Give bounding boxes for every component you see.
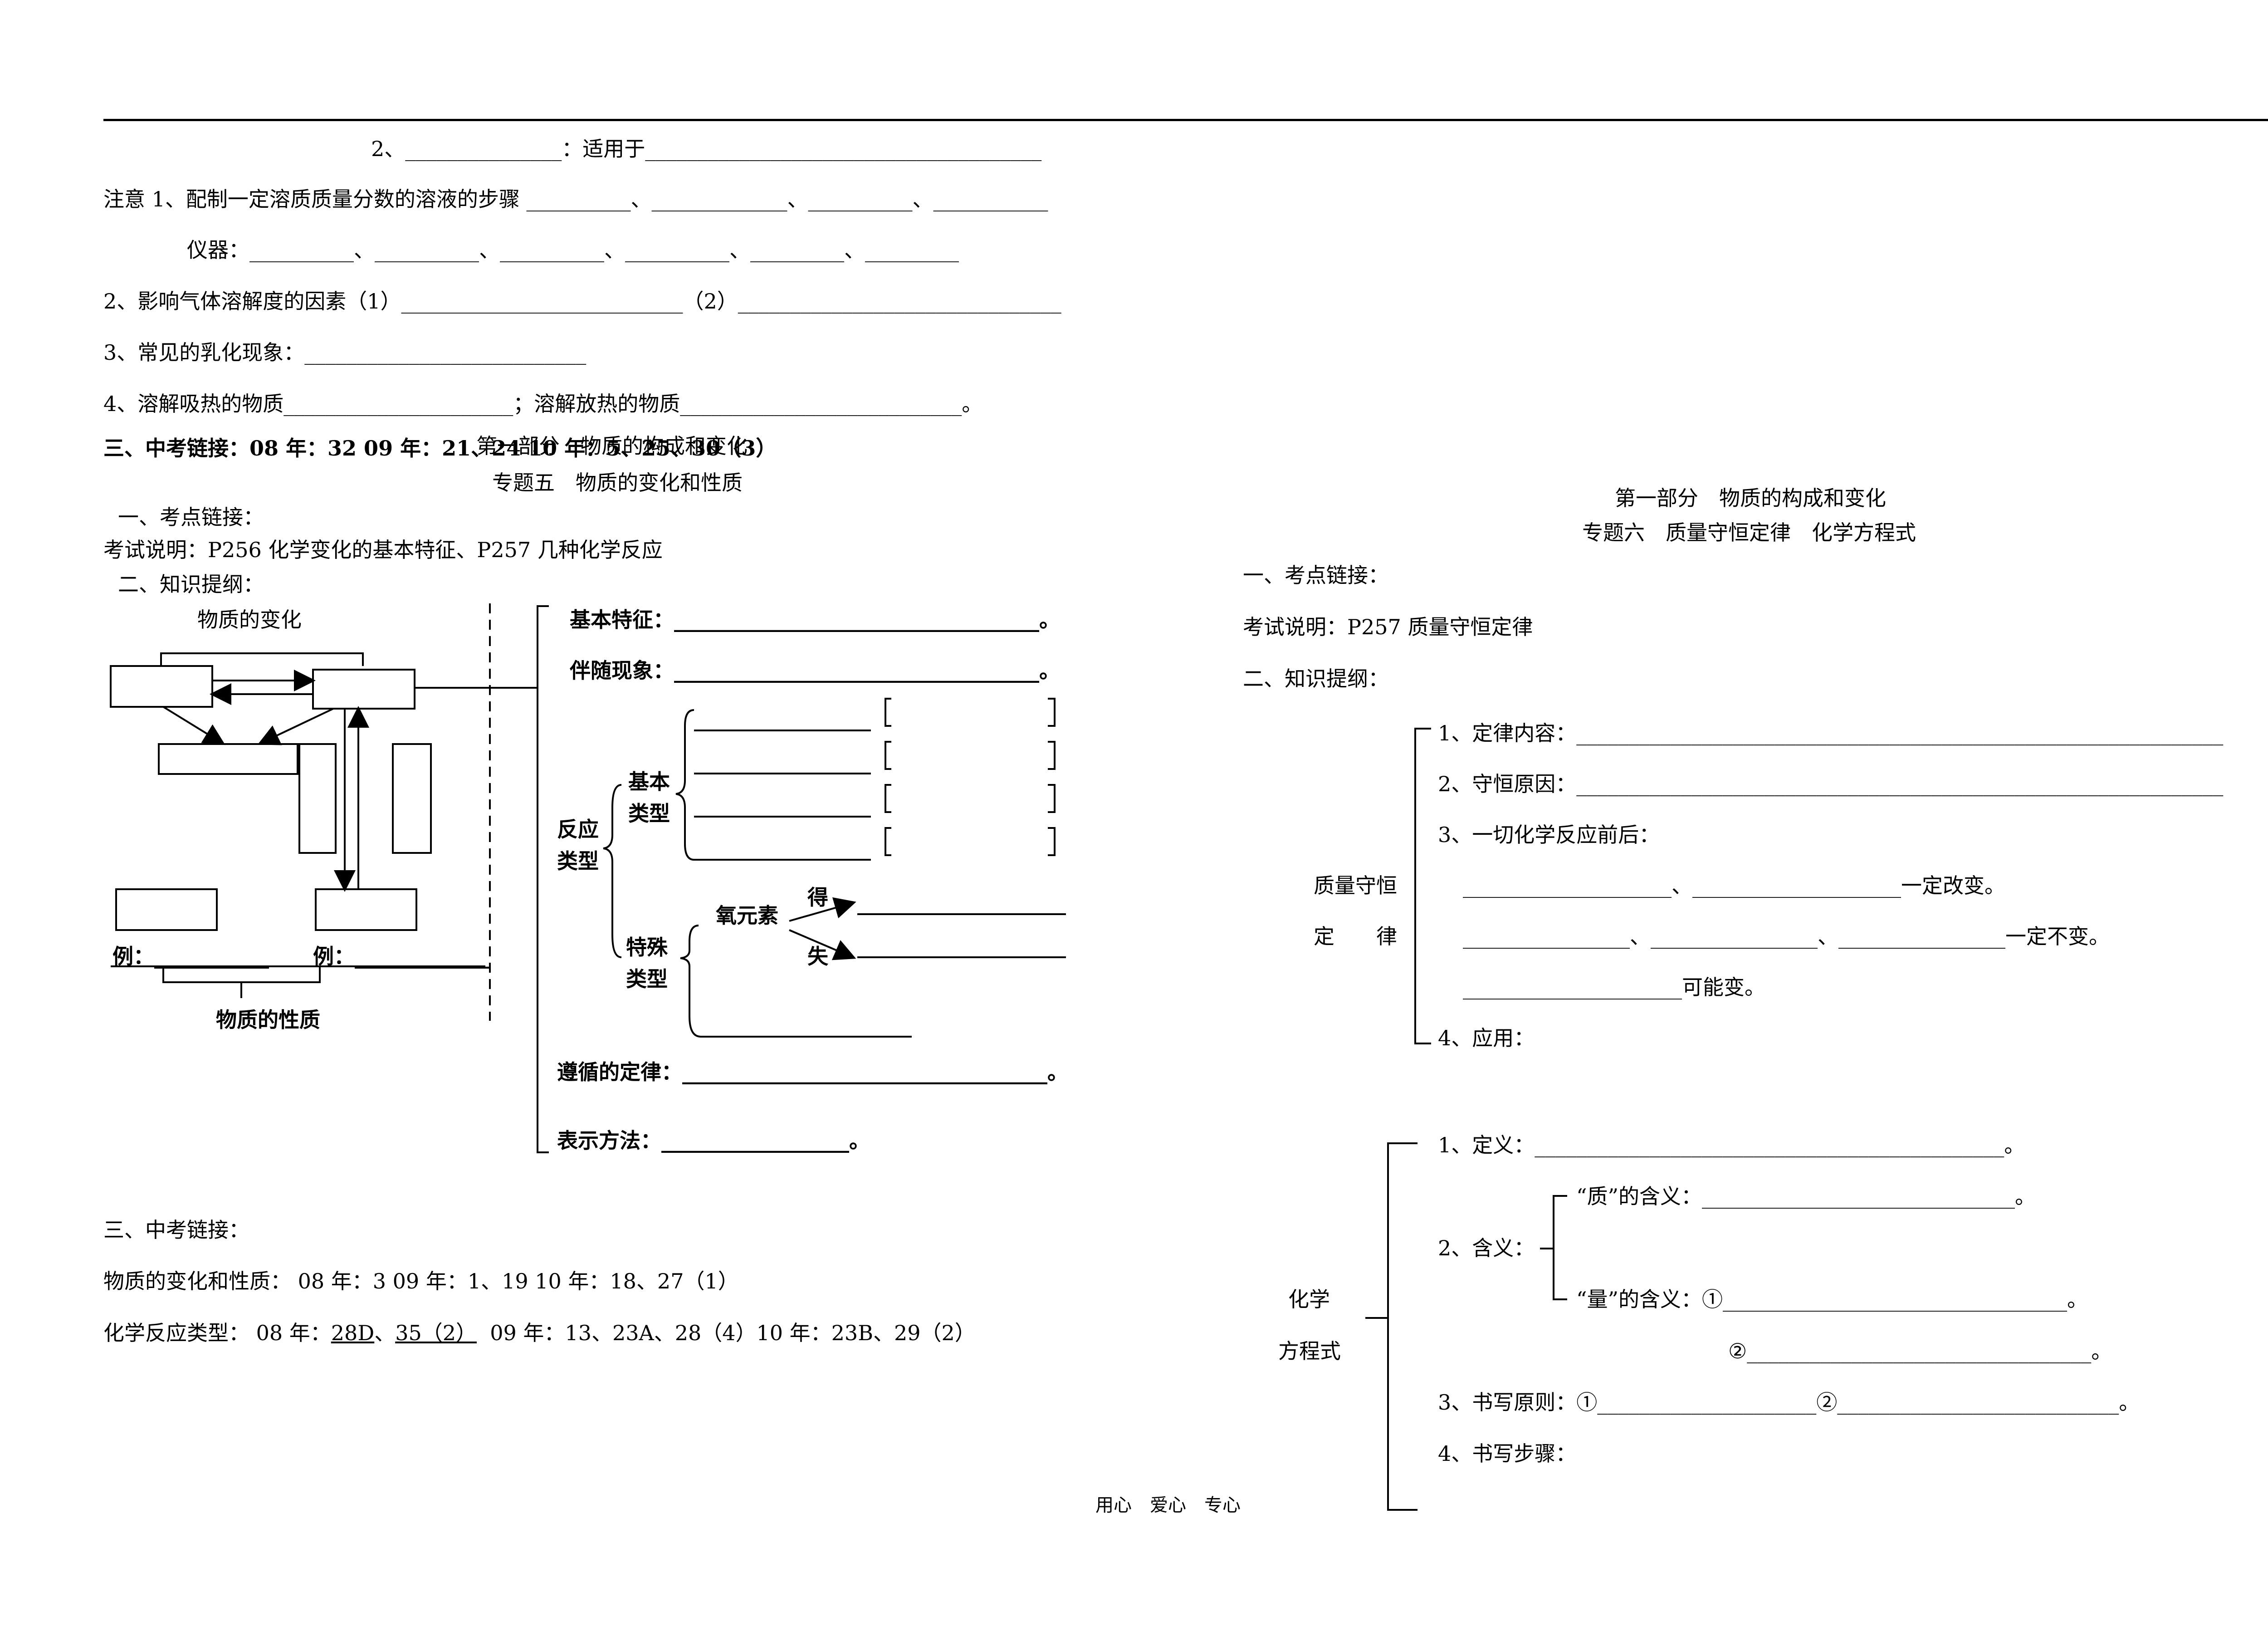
exam-change-line: 物质的变化和性质： 08 年：3 09 年：1、19 10 年：18、27（1） — [103, 1269, 739, 1293]
basic-bracket-3 — [885, 784, 1056, 813]
header-rule — [103, 119, 2268, 121]
instruments-line: 仪器：__________、__________、__________、____… — [187, 238, 959, 262]
basic-brace — [675, 709, 694, 861]
change-title: 物质的变化 — [197, 607, 302, 632]
right-section-1: 一、考点链接： — [1243, 563, 1389, 588]
property-bottom-bracket — [162, 966, 321, 998]
eq-def: 1、定义：___________________________________… — [1438, 1133, 2025, 1157]
note-3-emulsion: 3、常见的乳化现象：___________________________ — [103, 340, 587, 365]
exam-reaction-link-2: 35（2） — [395, 1321, 477, 1345]
box-bottom-1 — [115, 888, 218, 931]
basic-bracket-1 — [885, 698, 1056, 727]
law-label-2: 定 律 — [1314, 924, 1397, 949]
exam-reaction-suffix: 09 年：13、23A、28（4）10 年：23B、29（2） — [490, 1321, 976, 1345]
footer-motto: 用心 爱心 专心 — [1095, 1495, 1241, 1516]
oxygen-label: 氧元素 — [716, 903, 778, 928]
phenomenon: 伴随现象：___________________________________… — [570, 658, 1060, 683]
section-2-heading: 二、知识提纲： — [118, 572, 264, 597]
basic-bracket-2 — [885, 741, 1056, 770]
exam-reaction-link-1: 28D — [331, 1321, 375, 1345]
exam-reaction-prefix: 化学反应类型： 08 年： — [103, 1321, 331, 1345]
right-section-2: 二、知识提纲： — [1243, 666, 1389, 691]
eq-quality: “质”的含义：______________________________。 — [1576, 1184, 2036, 1209]
expression-line: 表示方法：__________________。 — [557, 1128, 870, 1153]
law-bracket — [1414, 728, 1431, 1044]
special-brace — [680, 925, 701, 1038]
exam-note: 考试说明：P256 化学变化的基本特征、P257 几种化学反应 — [103, 538, 663, 562]
law-maybe: _____________________可能变。 — [1463, 975, 1765, 999]
law-change: ____________________、___________________… — [1463, 873, 2005, 898]
reaction-type-1: 反应 — [557, 817, 599, 842]
property-title: 物质的性质 — [216, 1008, 320, 1032]
law-item-1: 1、定律内容：_________________________________… — [1438, 721, 2224, 745]
box-middle — [158, 743, 298, 775]
box-chemical — [312, 669, 415, 710]
eq-label-2: 方程式 — [1278, 1339, 1341, 1363]
eq-quantity: “量”的含义：①________________________________… — [1576, 1287, 2088, 1312]
box-physical — [110, 665, 213, 708]
equation-bracket — [1387, 1142, 1418, 1511]
law-label-1: 质量守恒 — [1314, 873, 1397, 898]
eq-steps: 4、书写步骤： — [1438, 1441, 1577, 1466]
change-top-bracket — [160, 652, 364, 666]
basic-type-1: 基本 — [628, 769, 670, 794]
law-item-4: 4、应用： — [1438, 1026, 1535, 1050]
blank-line-2: 2、_______________：适用于___________________… — [371, 137, 1042, 161]
special-type-1: 特殊 — [626, 935, 668, 960]
example-2: 例：_____________ — [313, 944, 490, 969]
reaction-brace — [603, 784, 622, 958]
basic-bracket-4 — [885, 827, 1056, 856]
right-exam-note: 考试说明：P257 质量守恒定律 — [1243, 615, 1533, 639]
note-2-gas-solubility: 2、影响气体溶解度的因素（1）_________________________… — [103, 289, 1061, 313]
eq-label-1: 化学 — [1288, 1287, 1330, 1312]
basic-type-2: 类型 — [628, 801, 670, 826]
eq-meaning: 2、含义： — [1438, 1236, 1535, 1260]
law-item-3: 3、一切化学反应前后： — [1438, 823, 1660, 847]
gain-arrow — [789, 897, 856, 922]
lose-label: 失 — [807, 944, 828, 969]
law-line: 遵循的定律：__________________________________… — [557, 1060, 1068, 1084]
arrow-phys-to-middle — [162, 706, 225, 745]
section-1-heading: 一、考点链接： — [118, 505, 264, 529]
section-3-heading: 三、中考链接： — [103, 1218, 249, 1242]
arrow-chem-to-middle — [257, 708, 334, 745]
exam-reaction-line: 化学反应类型： 08 年：28D、35（2） 09 年：13、23A、28（4）… — [103, 1320, 976, 1346]
note-1-steps: 注意 1、配制一定溶质质量分数的溶液的步骤 __________、_______… — [103, 187, 1048, 211]
special-type-2: 类型 — [626, 967, 668, 991]
reaction-type-2: 类型 — [557, 849, 599, 873]
exam-link-bold: 三、中考链接：08 年：32 09 年：21、24 10 年：5、25、30（3… — [103, 436, 777, 460]
box-vertical-1 — [298, 743, 337, 854]
right-part-title: 第一部分 物质的构成和变化 — [1615, 486, 1886, 510]
example-1: 例：___________ — [112, 944, 269, 969]
law-item-2: 2、守恒原因：_________________________________… — [1438, 772, 2224, 796]
topic5-title: 专题五 物质的变化和性质 — [492, 470, 743, 495]
law-nochange: ________________、________________、______… — [1463, 924, 2110, 949]
main-bracket — [537, 605, 549, 1153]
basic-feature: 基本特征：___________________________________… — [570, 607, 1060, 632]
topic6-title: 专题六 质量守恒定律 化学方程式 — [1582, 520, 1916, 545]
meaning-bracket — [1553, 1195, 1567, 1300]
box-bottom-2 — [315, 888, 417, 931]
note-4-heat: 4、溶解吸热的物质______________________；溶解放热的物质_… — [103, 392, 983, 416]
box-vertical-2 — [392, 743, 432, 854]
eq-principle: 3、书写原则：①_____________________②__________… — [1438, 1390, 2140, 1415]
gain-label: 得 — [807, 885, 828, 910]
eq-quantity-2: ②_________________________________。 — [1728, 1339, 2112, 1363]
exam-reaction-sep: 、 — [374, 1321, 396, 1345]
overlap-part-title: 第一部分 物质的构成和变化 — [476, 434, 748, 458]
lose-arrow — [789, 929, 856, 960]
